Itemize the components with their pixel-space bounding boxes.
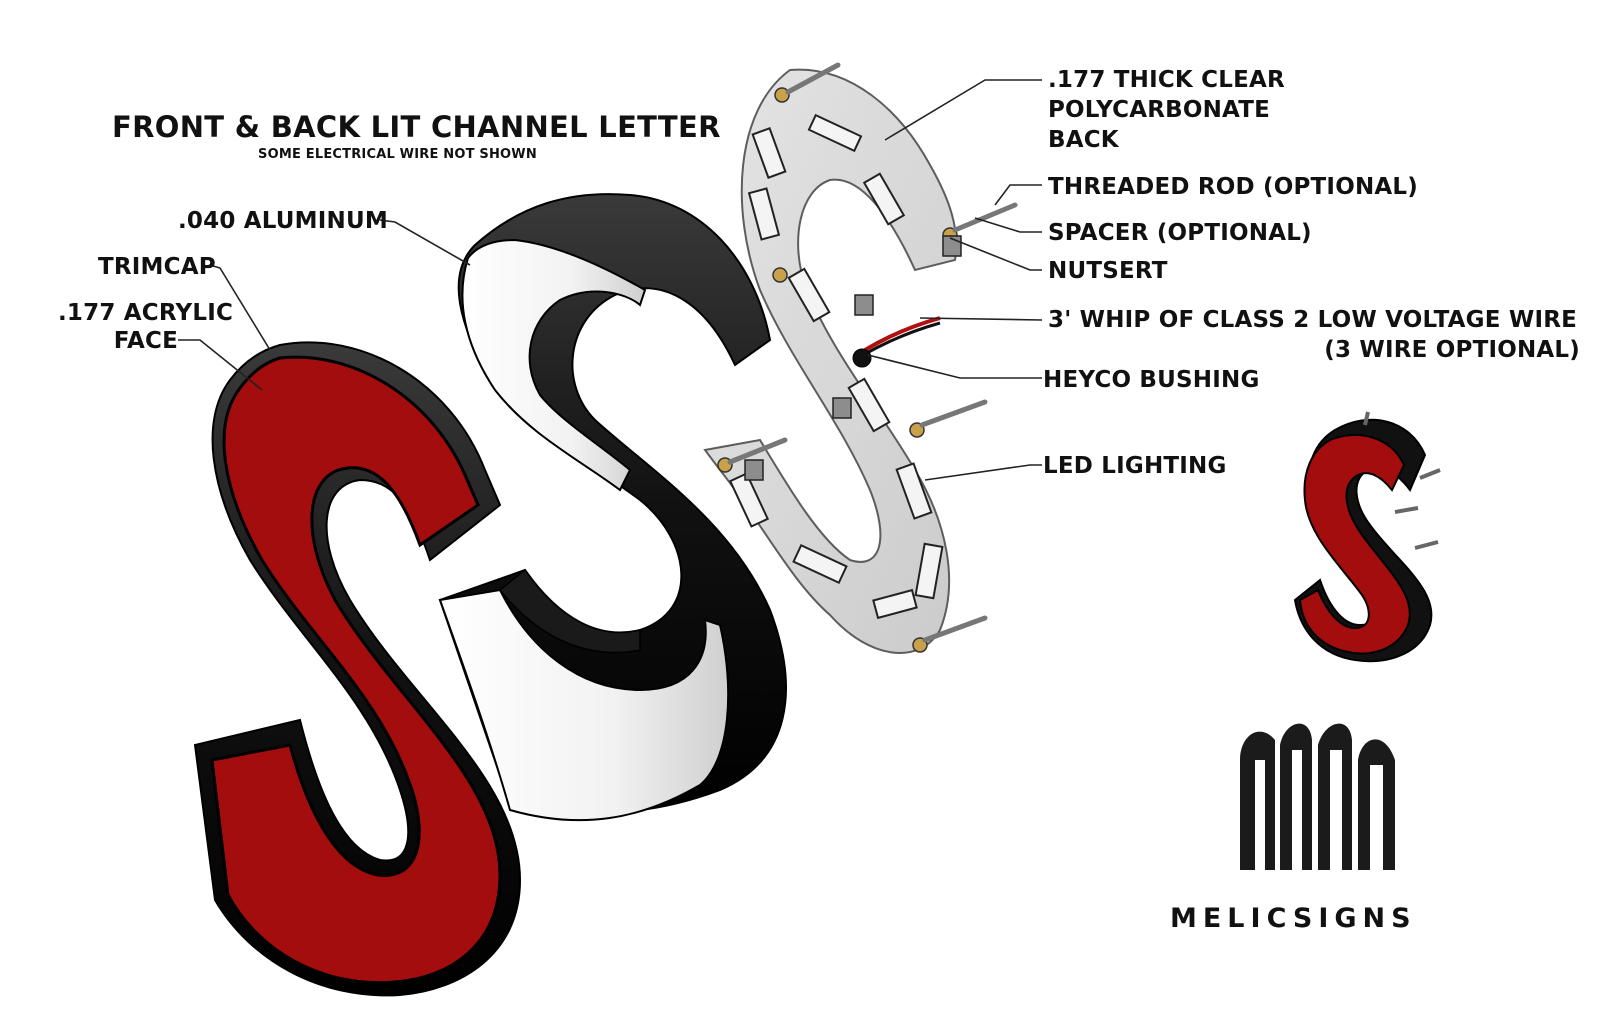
leader-heyco	[867, 354, 1042, 379]
label-whip-1: 3' WHIP OF CLASS 2 LOW VOLTAGE WIRE	[1048, 307, 1578, 333]
label-acrylic-1: .177 ACRYLIC	[58, 300, 234, 326]
aluminum-return-inner-bottom	[438, 588, 730, 822]
heyco-bushing	[852, 348, 872, 368]
led-modules	[728, 113, 944, 620]
leader-led	[924, 464, 1042, 481]
leader-trimcap	[209, 264, 271, 351]
leader-acrylic	[178, 339, 263, 391]
label-back-3: BACK	[1048, 127, 1119, 153]
label-aluminum: .040 ALUMINUM	[178, 208, 388, 234]
label-threaded-rod: THREADED ROD (OPTIONAL)	[1048, 174, 1418, 200]
label-heyco: HEYCO BUSHING	[1043, 367, 1260, 393]
label-spacer: SPACER (OPTIONAL)	[1048, 220, 1312, 246]
label-back-1: .177 THICK CLEAR	[1048, 67, 1285, 93]
leader-aluminum	[379, 219, 471, 266]
leader-whip	[919, 317, 1043, 321]
leader-spacer	[974, 217, 1042, 233]
low-voltage-wire	[863, 316, 941, 352]
label-led: LED LIGHTING	[1043, 453, 1227, 479]
preview-face	[1298, 434, 1411, 655]
leader-back	[884, 79, 1042, 141]
leader-nutsert	[949, 237, 1042, 271]
aluminum-return-inner-top	[461, 238, 647, 492]
label-whip-2: (3 WIRE OPTIONAL)	[1324, 337, 1580, 363]
brand-name: MELICSIGNS	[1170, 903, 1417, 934]
standoffs	[717, 87, 958, 653]
label-back-2: POLYCARBONATE	[1048, 97, 1271, 123]
diagram-title: FRONT & BACK LIT CHANNEL LETTER	[112, 110, 721, 144]
acrylic-face-letter	[193, 341, 522, 997]
logo-mark	[1240, 723, 1395, 870]
preview-rods	[1363, 411, 1441, 550]
polycarbonate-back	[703, 62, 1018, 654]
label-nutsert: NUTSERT	[1048, 258, 1168, 284]
leader-lines	[178, 79, 1043, 481]
aluminum-return	[438, 193, 787, 822]
aluminum-return-mid	[498, 568, 641, 654]
diagram-subtitle: SOME ELECTRICAL WIRE NOT SHOWN	[258, 147, 537, 162]
low-voltage-wire-2	[864, 321, 941, 356]
label-trimcap: TRIMCAP	[98, 254, 216, 280]
leader-threaded-rod	[994, 184, 1042, 206]
threaded-rods	[727, 62, 1018, 643]
assembled-letter-preview	[1293, 411, 1441, 663]
melicsigns-logo	[1240, 723, 1395, 870]
label-acrylic-2: FACE	[113, 328, 178, 354]
letter-face-red	[210, 355, 502, 985]
